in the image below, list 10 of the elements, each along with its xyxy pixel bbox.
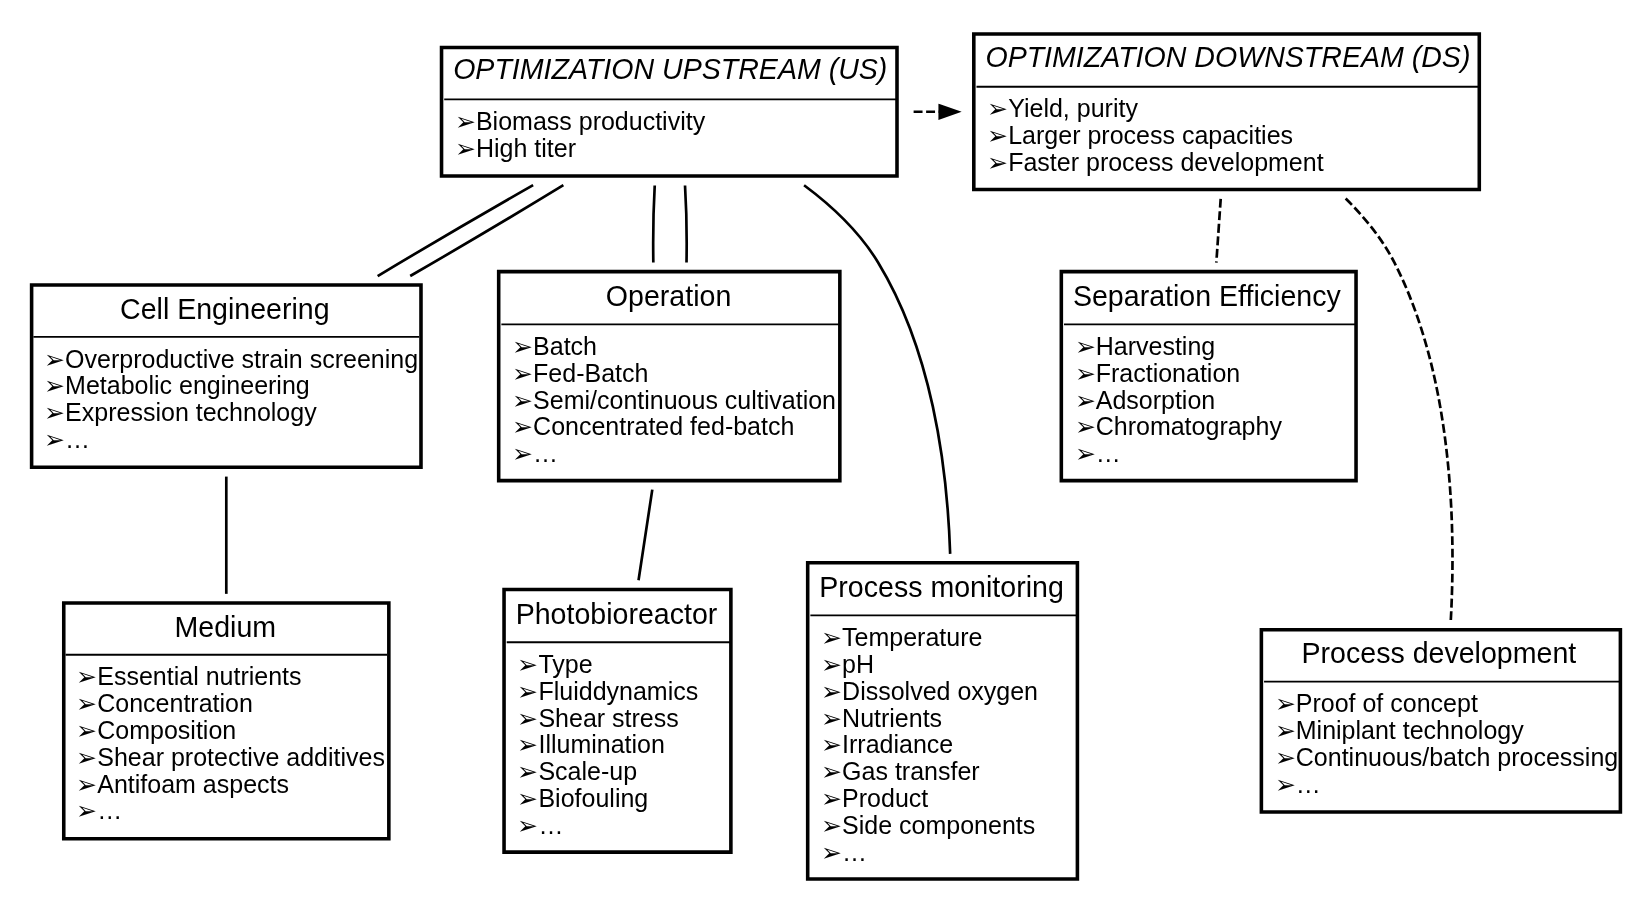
connector (224, 476, 228, 594)
arrow (913, 103, 962, 120)
connector (803, 183, 952, 554)
connector (376, 183, 534, 277)
connector (1344, 197, 1454, 621)
connector (651, 184, 657, 263)
connector (637, 488, 654, 580)
connector (683, 184, 688, 263)
connector (1215, 198, 1223, 263)
connector (409, 183, 565, 277)
